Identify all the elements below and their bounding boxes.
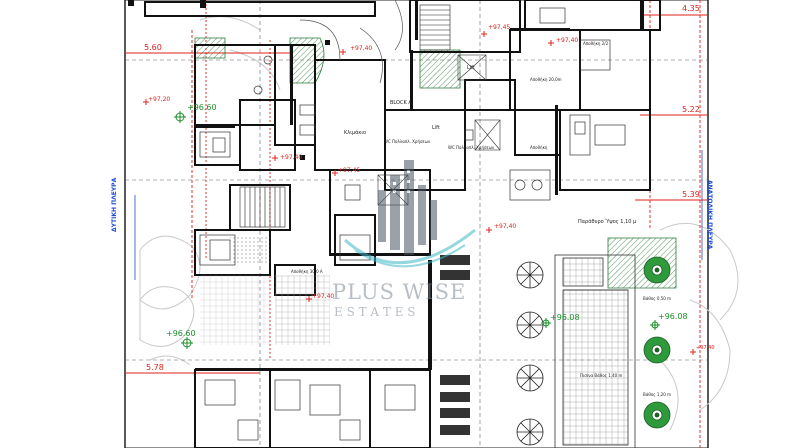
watermark-title: PLUS WISE (332, 280, 467, 304)
level-label: +97,40 (280, 154, 303, 161)
room-label: Αποθήκη 30,0 A (291, 269, 323, 274)
watermark-logo (343, 160, 476, 268)
level-label: +97,40 (556, 37, 579, 44)
room-label: Βάθος 1,20 m (643, 392, 671, 397)
room-label: Πισίνα Βάθος 1,40 m (580, 373, 623, 378)
accessibility-icons (253, 55, 273, 95)
room-label: Κλιμάκιο (344, 130, 367, 136)
wall-accents (195, 0, 644, 371)
east-side-label: ΑΝΑΤΟΛΙΚΗ ΠΛΕΥΡΑ (706, 180, 713, 250)
west-side-label: ΔΥΤΙΚΗ ΠΛΕΥΡΑ (111, 177, 118, 232)
sun-loungers (440, 255, 470, 435)
room-label: Αποθήκη 20,0m (530, 77, 562, 82)
level-label: +97,45 (488, 24, 511, 31)
level-label: +96.08 (658, 312, 688, 321)
room-label: Βάθος 0,50 m (643, 296, 671, 301)
level-label: 5.22 (682, 105, 700, 114)
level-label: +97,40 (350, 45, 373, 52)
level-label: 5.39 (682, 190, 700, 199)
room-label: BLOCK A (390, 100, 412, 106)
room-label: Lift (467, 65, 475, 71)
level-label: 5.60 (144, 43, 162, 52)
parking-outlines (139, 16, 739, 431)
room-label: WC Πολλαπλ. Χρήσεων (384, 139, 431, 144)
columns (128, 0, 330, 160)
level-label: +96.60 (166, 329, 196, 338)
level-label: +96.60 (187, 103, 217, 112)
level-markers-green (174, 111, 660, 349)
staircases (239, 4, 451, 228)
interior-fixtures (199, 7, 626, 441)
room-label: WC Πολλαπλ. Χρήσεων (448, 145, 495, 150)
level-label: 5.78 (146, 363, 164, 372)
level-label: 4.35 (682, 4, 700, 13)
palm-trees (643, 256, 671, 429)
watermark-subtitle: E S T A T E S (334, 305, 416, 319)
room-label: Αποθήκη (530, 145, 548, 150)
level-label: +97,40 (494, 223, 517, 230)
level-label: +97,40 (696, 345, 715, 351)
level-label: +97,40 (312, 293, 335, 300)
level-label: +96.08 (550, 313, 580, 322)
room-label: Αποθήκη 2/2 (583, 41, 609, 46)
parasols (516, 261, 544, 446)
level-label: +97,45 (338, 167, 361, 174)
level-label: +97,20 (148, 96, 171, 103)
level-markers-red (143, 31, 696, 355)
room-label: Lift (432, 125, 440, 131)
room-label: Παράθυρο Ύψος 1,10 μ (578, 219, 637, 225)
pool (554, 254, 636, 448)
